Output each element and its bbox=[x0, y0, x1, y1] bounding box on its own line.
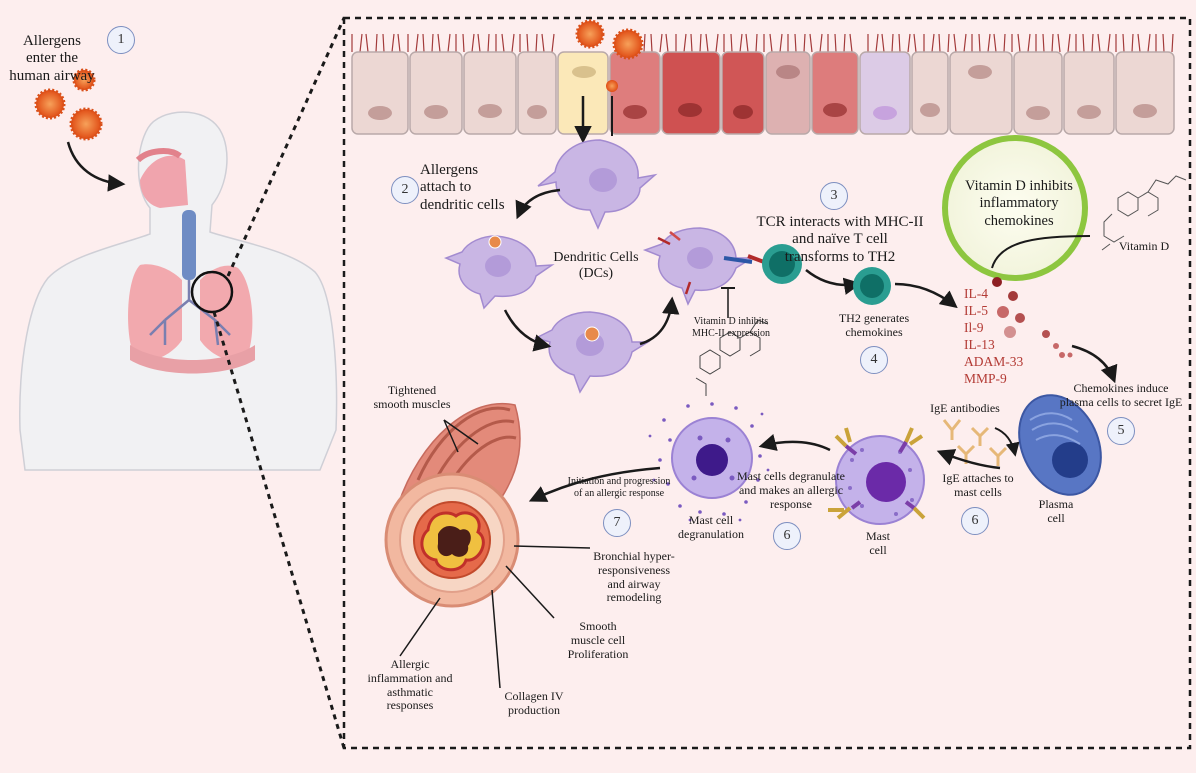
zoom-frame bbox=[342, 16, 1192, 750]
bronchial-label: Bronchial hyper- responsiveness and airw… bbox=[593, 549, 675, 605]
plasma-cell-label: Plasma cell bbox=[1038, 497, 1074, 525]
arrow-ige-to-mast bbox=[936, 449, 1001, 470]
step-3-badge: 3 bbox=[820, 182, 848, 210]
zoom-line-top bbox=[226, 17, 346, 277]
naive-t-cell bbox=[762, 244, 802, 284]
ige-antibodies-label: IgE antibodies bbox=[930, 401, 1000, 415]
tightened-muscles-label: Tightened smooth muscles bbox=[373, 383, 451, 411]
step-5-label: Chemokines induce plasma cells to secret… bbox=[1059, 381, 1183, 409]
step-6b-badge: 6 bbox=[773, 522, 801, 550]
vitamin-d-pointer bbox=[991, 235, 1091, 269]
arrow-mast-to-degran bbox=[758, 434, 831, 452]
th2-cell bbox=[853, 267, 891, 305]
dendritic-cell-2 bbox=[533, 311, 651, 394]
step-6a-badge: 6 bbox=[961, 507, 989, 535]
ige-antibodies bbox=[942, 419, 1008, 466]
step-1-badge: 1 bbox=[107, 26, 135, 54]
step-1-label: Allergens enter the human airway bbox=[9, 33, 95, 84]
epithelium bbox=[351, 33, 1175, 135]
step-3-label: TCR interacts with MHC-II and naïve T ce… bbox=[756, 214, 924, 265]
mast-cell bbox=[828, 427, 926, 525]
dendritic-cell-top bbox=[537, 139, 658, 230]
cytokine-il13: IL-13 bbox=[964, 337, 995, 352]
vitamin-d-structure-large bbox=[1101, 175, 1187, 251]
bronchus-cross-section bbox=[384, 402, 521, 608]
cytokine-il4: IL-4 bbox=[964, 286, 988, 301]
vitamin-d-inhibition-circle bbox=[942, 135, 1088, 281]
arrow-degran-to-airway bbox=[528, 466, 661, 502]
allergen-particles-epithelium bbox=[575, 19, 644, 92]
arrow-to-dc bbox=[515, 188, 561, 220]
cytokine-mmp9: MMP-9 bbox=[964, 371, 1007, 386]
vitd-mhc-label: Vitamin D inhibits MHC-II expression bbox=[691, 316, 771, 339]
human-figure bbox=[19, 111, 338, 471]
dendritic-cells-label: Dendritic Cells (DCs) bbox=[553, 250, 639, 282]
mast-cell-label: Mast cell bbox=[866, 529, 890, 557]
dendritic-cell-1 bbox=[443, 235, 555, 310]
step-6a-label: IgE attaches to mast cells bbox=[942, 471, 1014, 499]
vitd-chemokines-label: Vitamin D inhibits inflammatory chemokin… bbox=[965, 178, 1073, 229]
step-4-badge: 4 bbox=[860, 346, 888, 374]
step-6b-label: Mast cells degranulate and makes an alle… bbox=[737, 469, 845, 511]
step-2-label: Allergens attach to dendritic cells bbox=[420, 162, 505, 213]
step-7-badge: 7 bbox=[603, 509, 631, 537]
step-7-label: Initiation and progression of an allergi… bbox=[567, 476, 671, 499]
cytokine-adam33: ADAM-33 bbox=[964, 354, 1024, 369]
arrow-th2-to-cytokines bbox=[894, 282, 958, 309]
step-4-label: TH2 generates chemokines bbox=[838, 311, 910, 339]
smooth-muscle-label: Smooth muscle cell Proliferation bbox=[567, 619, 629, 661]
arrow-dc2-to-dc3 bbox=[639, 296, 680, 346]
cytokine-il9: Il-9 bbox=[964, 320, 984, 335]
vitamin-d-label: Vitamin D bbox=[1118, 239, 1170, 253]
chemokine-droplets bbox=[992, 277, 1073, 358]
arrow-allergens-to-airway bbox=[66, 141, 126, 192]
degranulating-mast-cell bbox=[648, 402, 770, 522]
cytokine-il5: IL-5 bbox=[964, 303, 988, 318]
step-5-badge: 5 bbox=[1107, 417, 1135, 445]
mast-degranulation-label: Mast cell degranulation bbox=[678, 513, 744, 541]
allergen-particles-left bbox=[34, 68, 103, 141]
dendritic-cell-presenting bbox=[642, 227, 765, 306]
bronchus-pointer-lines bbox=[399, 419, 591, 689]
step-2-badge: 2 bbox=[391, 176, 419, 204]
plasma-cell bbox=[1018, 394, 1102, 496]
arrow-dc1-to-dc2 bbox=[503, 309, 552, 352]
arrow-plasma-to-ige bbox=[994, 427, 1020, 457]
arrow-to-plasma bbox=[1071, 344, 1118, 384]
collagen-label: Collagen IV production bbox=[504, 689, 564, 717]
allergic-inflammation-label: Allergic inflammation and asthmatic resp… bbox=[367, 657, 453, 713]
vitamin-d-structure-small bbox=[695, 319, 769, 396]
